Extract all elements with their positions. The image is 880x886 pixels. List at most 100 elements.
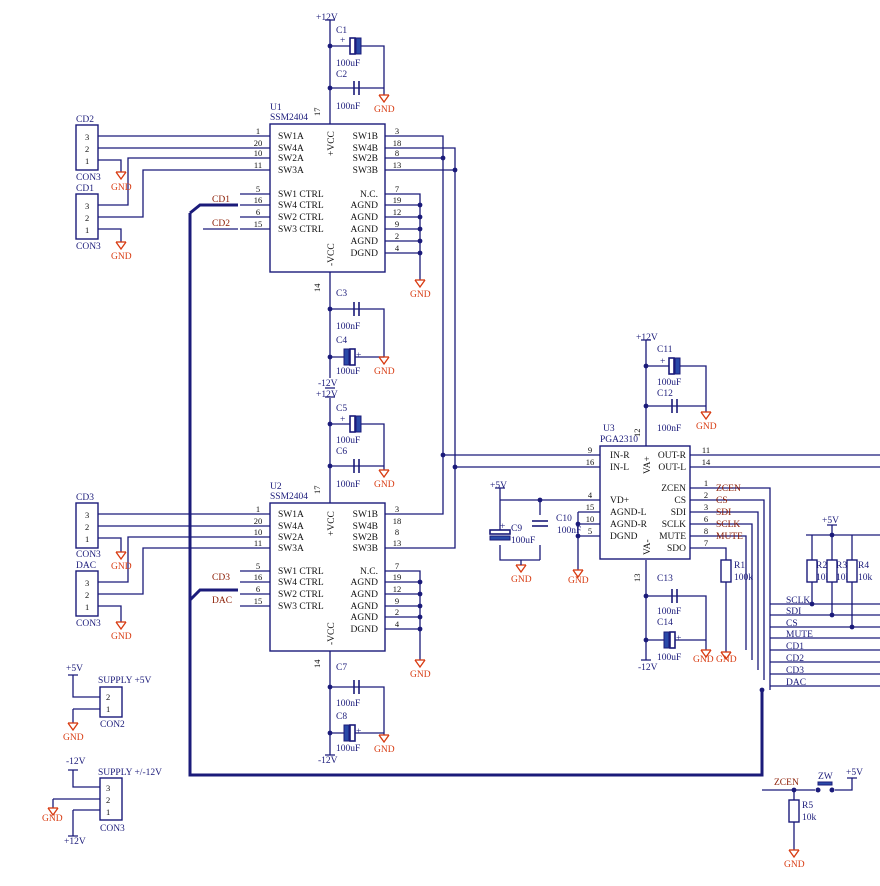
- c9-ref: C9: [511, 524, 522, 534]
- u3-left-pin-5: 5: [588, 526, 592, 536]
- jumper-label: ZW: [818, 772, 833, 782]
- connector-cd3: CD3 3 2 1 CON3: [75, 493, 101, 560]
- bus-label-1: SDI: [786, 607, 801, 617]
- gnd-label: GND: [410, 670, 431, 680]
- res-r4: R4 10k: [846, 559, 873, 583]
- svg-text:+: +: [340, 415, 345, 425]
- cap-c5: + C5 100uF: [336, 404, 362, 446]
- u1-right-name-8: AGND: [351, 237, 379, 247]
- connector-dac: DAC 3 2 1 CON3: [75, 561, 101, 629]
- u2-vcc-pos: +VCC: [327, 511, 337, 536]
- u3-left-pin-1: 16: [586, 457, 595, 467]
- u3-left-pin-4: 10: [586, 514, 595, 524]
- gnd-label: GND: [63, 733, 84, 743]
- u2-right-pin-4: 7: [395, 561, 399, 571]
- u1-part: SSM2404: [270, 113, 308, 123]
- ground-labels: GND GND GND GND GND GND GND GND GND GND …: [42, 105, 805, 870]
- c13-ref: C13: [657, 574, 673, 584]
- u1-right-name-6: AGND: [351, 213, 379, 223]
- rail-n12-u1: -12V: [318, 379, 338, 389]
- cap-c9: + C9 100uF: [489, 522, 535, 546]
- cd2-type: CON3: [76, 173, 101, 183]
- u2-left-pin-0: 1: [256, 504, 260, 514]
- connector-supply-5v: SUPPLY +5V 2 1 CON2: [98, 676, 152, 730]
- u1-right-name-2: SW2B: [353, 154, 378, 164]
- cap-c6: C6 100nF: [336, 447, 360, 490]
- c13-val: 100nF: [657, 607, 681, 617]
- u2-left-name-1: SW4A: [278, 522, 304, 532]
- u1-right-name-5: AGND: [351, 201, 379, 211]
- sup12-type: CON3: [100, 824, 125, 834]
- gnd-label: GND: [374, 105, 395, 115]
- c1-ref: C1: [336, 26, 347, 36]
- bus-label-2: CS: [786, 619, 798, 629]
- u3-left-pin-3: 15: [586, 502, 595, 512]
- u1-left-name-3: SW3A: [278, 166, 304, 176]
- ic-u3: U3 PGA2310 VA+ VA- 12 13: [599, 424, 691, 582]
- u3-right-pin-5: 6: [704, 514, 708, 524]
- u2-right-name-8: AGND: [351, 613, 379, 623]
- gnd-label: GND: [693, 655, 714, 665]
- dac-pin2: 2: [85, 590, 89, 600]
- svg-text:+: +: [500, 522, 505, 532]
- u2-pin-neg: 14: [312, 659, 322, 668]
- u1-vcc-pos: +VCC: [327, 131, 337, 156]
- dac-ref: DAC: [76, 561, 96, 571]
- u2-right-name-7: AGND: [351, 602, 379, 612]
- c11-val: 100uF: [657, 378, 681, 388]
- cd1-pin1: 1: [85, 225, 89, 235]
- sup5-pin1: 1: [106, 704, 110, 714]
- u3-signal-3: SCLK: [716, 520, 740, 530]
- cap-plus: +: [340, 36, 345, 46]
- r3-val: 10k: [836, 573, 851, 583]
- rail-p5-u3: +5V: [490, 481, 507, 491]
- u1-left-name-0: SW1A: [278, 132, 304, 142]
- u3-right-name-4: SDI: [671, 508, 686, 518]
- gnd-label: GND: [696, 422, 717, 432]
- u3-right-name-2: ZCEN: [661, 484, 686, 494]
- u2-right-name-1: SW4B: [353, 522, 378, 532]
- u3-right-pin-1: 14: [702, 457, 711, 467]
- gnd-label: GND: [784, 860, 805, 870]
- c2-ref: C2: [336, 70, 347, 80]
- u2-left-pin-7: 15: [254, 596, 263, 606]
- u1-left-name-2: SW2A: [278, 154, 304, 164]
- rail-n12-u3: -12V: [638, 663, 658, 673]
- connector-supply-12v: SUPPLY +/-12V 3 2 1 CON3: [98, 768, 162, 834]
- res-r2: R2 10k: [806, 559, 831, 583]
- u1-left-name-6: SW2 CTRL: [278, 213, 324, 223]
- u2-right-pin-7: 9: [395, 596, 399, 606]
- u1-right-pins: SW1B3SW4B18SW2B8SW3B13N.C.7AGND19AGND12A…: [351, 126, 402, 259]
- u2-right-pin-2: 8: [395, 527, 399, 537]
- r1-ref: R1: [734, 561, 745, 571]
- u1-right-pin-1: 18: [393, 138, 402, 148]
- c6-ref: C6: [336, 447, 347, 457]
- sup5-title: SUPPLY +5V: [98, 676, 152, 686]
- u2-left-name-3: SW3A: [278, 544, 304, 554]
- sup12-pin3: 3: [106, 783, 110, 793]
- u2-pin-pos: 17: [312, 486, 322, 495]
- r4-val: 10k: [858, 573, 873, 583]
- rail-p5-zcen: +5V: [846, 768, 863, 778]
- u2-right-pin-6: 12: [393, 584, 402, 594]
- u2-left-pin-3: 11: [254, 538, 262, 548]
- u1-left-pin-3: 11: [254, 160, 262, 170]
- u1-right-name-4: N.C.: [360, 190, 378, 200]
- rail-p12-u3: +12V: [636, 333, 658, 343]
- gnd-label: GND: [111, 252, 132, 262]
- sup5-type: CON2: [100, 720, 125, 730]
- u2-right-pin-3: 13: [393, 538, 402, 548]
- u2-right-pin-0: 3: [395, 504, 399, 514]
- gnd-label: GND: [111, 632, 132, 642]
- u3-right-pin-6: 8: [704, 526, 708, 536]
- u1-pin-pos: 17: [312, 108, 322, 117]
- u2-right-pin-1: 18: [393, 516, 402, 526]
- r2-val: 10k: [816, 573, 831, 583]
- cd3-type: CON3: [76, 550, 101, 560]
- c10-ref: C10: [556, 514, 572, 524]
- net-cd1: CD1: [212, 195, 230, 205]
